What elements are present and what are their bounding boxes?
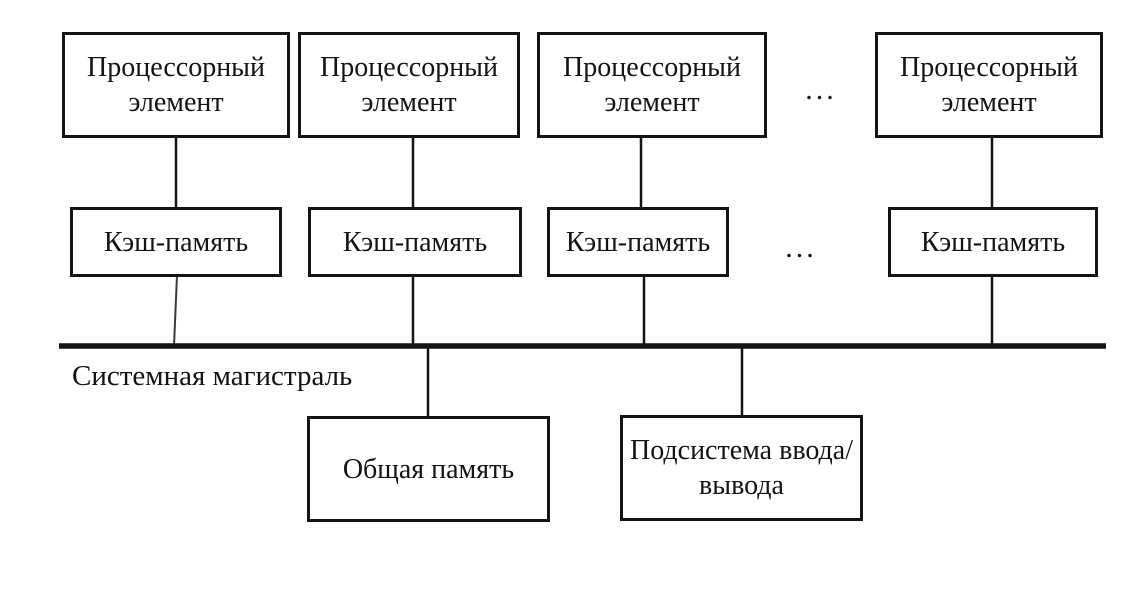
- shared-memory-label: Общая память: [342, 453, 515, 485]
- ellipsis-processor-row: ...: [805, 73, 837, 106]
- processor-element-label: Процессорный элемент: [900, 52, 1078, 118]
- system-bus-label: Системная магистраль: [72, 360, 353, 392]
- processor-element-label: Процессорный элемент: [563, 52, 741, 118]
- cache-memory-label: Кэш-память: [920, 226, 1066, 258]
- io-subsystem-label: Подсистема ввода/вывода: [629, 435, 853, 501]
- cache-memory-box-2: Кэш-память: [308, 207, 522, 277]
- cache-memory-label: Кэш-память: [342, 226, 488, 258]
- shared-memory-box: Общая память: [307, 416, 550, 522]
- processor-element-box-2: Процессорный элемент: [298, 32, 520, 138]
- cache-memory-label: Кэш-память: [103, 226, 249, 258]
- cache-memory-box-4: Кэш-память: [888, 207, 1098, 277]
- processor-element-box-4: Процессорный элемент: [875, 32, 1103, 138]
- cache-memory-label: Кэш-память: [565, 226, 711, 258]
- cache-memory-box-1: Кэш-память: [70, 207, 282, 277]
- processor-element-box-1: Процессорный элемент: [62, 32, 290, 138]
- processor-element-label: Процессорный элемент: [320, 52, 498, 118]
- processor-element-label: Процессорный элемент: [87, 52, 265, 118]
- connector-cache1-bus: [173, 274, 178, 347]
- processor-element-box-3: Процессорный элемент: [537, 32, 767, 138]
- ellipsis-cache-row: ...: [785, 231, 817, 264]
- io-subsystem-box: Подсистема ввода/вывода: [620, 415, 863, 521]
- cache-memory-box-3: Кэш-память: [547, 207, 729, 277]
